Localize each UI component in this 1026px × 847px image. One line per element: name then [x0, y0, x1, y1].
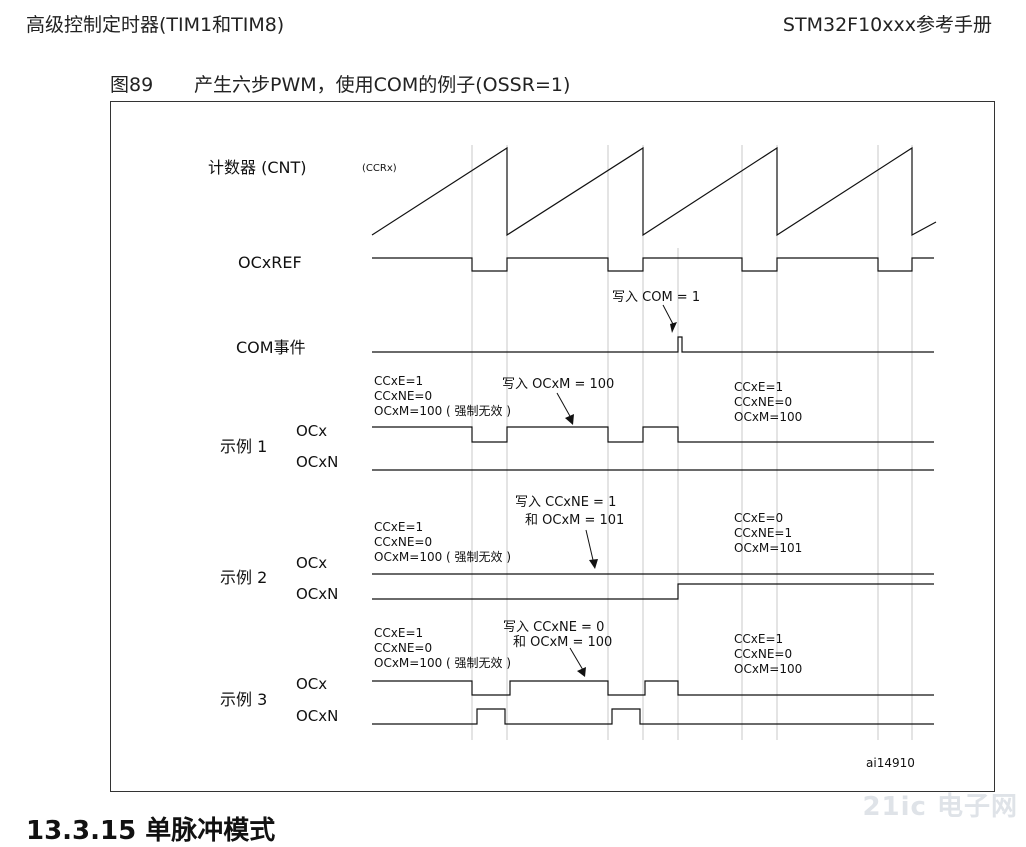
diagram-labels: 计数器 (CNT) (CCRx) OCxREF COM事件 写入 COM = 1 示例 1…: [208, 158, 915, 770]
example-1-before-line: OCxM=100 ( 强制无效 ): [374, 403, 511, 418]
figure-caption: 产生六步PWM，使用COM的例子(OSSR=1): [194, 74, 571, 96]
example3-arrow: [569, 647, 584, 671]
example-1-after-line: CCxE=1: [734, 380, 783, 394]
example-1-before-line: CCxE=1: [374, 374, 423, 388]
example-2-after-line: CCxNE=1: [734, 526, 792, 540]
counter-label: 计数器 (CNT): [208, 158, 307, 177]
example-3-after-line: CCxNE=0: [734, 647, 792, 661]
example-1-write-note: 写入 OCxM = 100: [502, 377, 614, 392]
example3-ocx-wave: [372, 680, 934, 696]
figure-title: 图89 产生六步PWM，使用COM的例子(OSSR=1): [110, 70, 570, 97]
figure-frame: [110, 101, 995, 792]
ccrx-label: (CCRx): [362, 163, 397, 174]
example-3-before-line: OCxM=100 ( 强制无效 ): [374, 655, 511, 670]
example2-arrow: [585, 529, 594, 561]
waveforms: [371, 146, 937, 725]
example-2-after-line: CCxE=0: [734, 511, 783, 525]
example1-ocx-wave: [372, 426, 934, 443]
ocxref-wave: [372, 257, 934, 272]
section-heading: 13.3.15 单脉冲模式: [26, 816, 276, 846]
com-event-label: COM事件: [236, 338, 306, 357]
example-1-ocxn-label: OCxN: [296, 453, 338, 471]
com-arrow-head: [670, 322, 677, 333]
example-3-name: 示例 3: [220, 690, 267, 709]
counter-sawtooth: [371, 146, 937, 237]
timing-diagram: 计数器 (CNT) (CCRx) OCxREF COM事件 写入 COM = 1 示例 1…: [208, 145, 937, 770]
example-2-ocxn-label: OCxN: [296, 585, 338, 603]
example-1-name: 示例 1: [220, 437, 267, 456]
example-2-write-note: 写入 CCxNE = 1: [515, 495, 616, 510]
example2-arrow-head: [589, 559, 598, 569]
example-2-before-line: OCxM=100 ( 强制无效 ): [374, 549, 511, 564]
example-1-before-line: CCxNE=0: [374, 389, 432, 403]
example1-arrow-head: [565, 414, 574, 425]
example-2-before-line: CCxNE=0: [374, 535, 432, 549]
example-3-ocxn-label: OCxN: [296, 707, 338, 725]
example-3-before-line: CCxNE=0: [374, 641, 432, 655]
example-3-write-note: 和 OCxM = 100: [513, 635, 612, 650]
example-3-after-line: CCxE=1: [734, 632, 783, 646]
write-com-label: 写入 COM = 1: [612, 290, 700, 305]
example-1-after-line: OCxM=100: [734, 410, 802, 424]
figure-number: 图89: [110, 74, 154, 96]
example-3-after-line: OCxM=100: [734, 662, 802, 676]
example-1-ocx-label: OCx: [296, 422, 327, 440]
example-2-name: 示例 2: [220, 568, 267, 587]
example-2-before-line: CCxE=1: [374, 520, 423, 534]
ocxref-label: OCxREF: [238, 253, 302, 272]
figure-id: ai14910: [866, 756, 915, 770]
example-3-write-note: 写入 CCxNE = 0: [503, 620, 604, 635]
watermark-logo: 21ic 电子网: [862, 792, 1018, 822]
page-header-left: 高级控制定时器(TIM1和TIM8): [26, 14, 285, 36]
example1-arrow: [556, 392, 572, 419]
example-3-ocx-label: OCx: [296, 675, 327, 693]
example3-ocxn-wave: [372, 708, 934, 725]
example3-arrow-head: [577, 667, 586, 677]
example-1-after-line: CCxNE=0: [734, 395, 792, 409]
example-2-ocx-label: OCx: [296, 554, 327, 572]
com-event-wave: [372, 336, 934, 353]
example-2-write-note: 和 OCxM = 101: [525, 513, 624, 528]
page-header-right: STM32F10xxx参考手册: [782, 14, 992, 36]
example-3-before-line: CCxE=1: [374, 626, 423, 640]
example2-ocxn-wave: [372, 583, 934, 600]
com-arrow: [662, 304, 675, 327]
example-2-after-line: OCxM=101: [734, 541, 802, 555]
